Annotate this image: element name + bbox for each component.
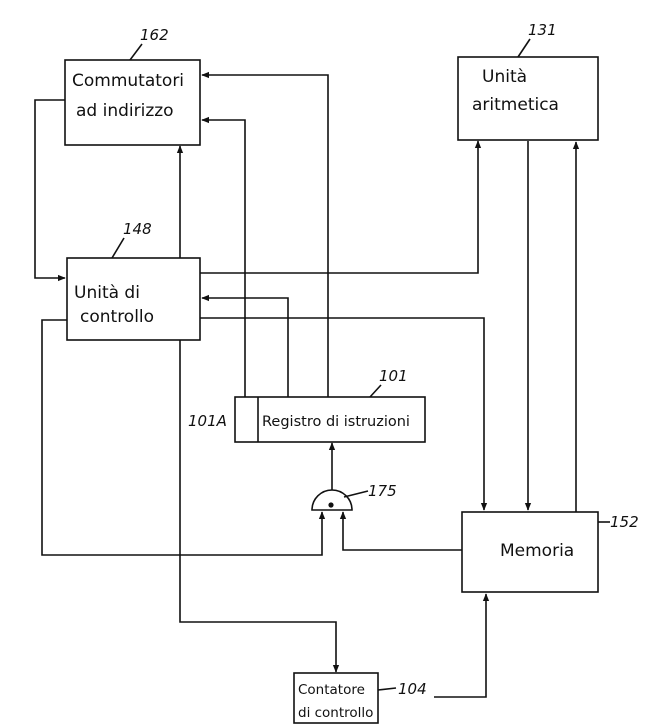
gate-ref: 175 — [368, 482, 397, 500]
registro-label: Registro di istruzioni — [262, 414, 410, 430]
contatore-block: Contatore di controllo 104 — [293, 672, 427, 724]
registro-sub-ref: 101A — [188, 412, 227, 430]
gate-dot — [328, 502, 334, 508]
commutatori-label-line1: Commutatori — [72, 71, 184, 91]
unita-aritmetica-label-line1: Unità — [482, 67, 527, 87]
memoria-label: Memoria — [500, 541, 574, 561]
unita-controllo-ref: 148 — [123, 220, 152, 238]
wire-controllo-to-aritmetica — [200, 140, 482, 274]
wire-contatore-to-memoria — [434, 593, 490, 698]
wire-controllo-to-gate — [41, 319, 326, 556]
registro-istruzioni-block: Registro di istruzioni 101 101A — [188, 367, 426, 443]
contatore-label-line1: Contatore — [298, 682, 365, 698]
wire-commutatori-to-controllo-left — [34, 99, 66, 282]
commutatori-block: Commutatori ad indirizzo 162 — [64, 26, 201, 146]
wire-registro-to-controllo — [201, 294, 289, 397]
memoria-block: Memoria 152 — [461, 511, 639, 593]
unita-aritmetica-ref: 131 — [528, 21, 557, 39]
unita-controllo-label-line2: controllo — [80, 307, 154, 327]
unita-aritmetica-label-line2: aritmetica — [472, 95, 559, 115]
unita-controllo-block: Unità di controllo 148 — [66, 220, 201, 341]
registro-ref: 101 — [379, 367, 408, 385]
commutatori-ref: 162 — [140, 26, 169, 44]
contatore-label-line2: di controllo — [298, 705, 373, 721]
unita-aritmetica-block: Unità aritmetica 131 — [457, 21, 599, 141]
wire-memoria-to-gate — [339, 511, 462, 551]
gate-175: 175 — [311, 482, 397, 511]
wire-controllo-to-memoria — [200, 317, 488, 511]
memoria-ref: 152 — [610, 513, 639, 531]
wire-registro-to-commutatori-upper — [201, 71, 329, 397]
contatore-ref: 104 — [398, 680, 427, 698]
unita-controllo-label-line1: Unità di — [74, 283, 140, 303]
wire-registro-to-commutatori-lower — [201, 116, 246, 397]
commutatori-label-line2: ad indirizzo — [76, 101, 174, 121]
wire-controllo-to-contatore — [179, 340, 340, 673]
